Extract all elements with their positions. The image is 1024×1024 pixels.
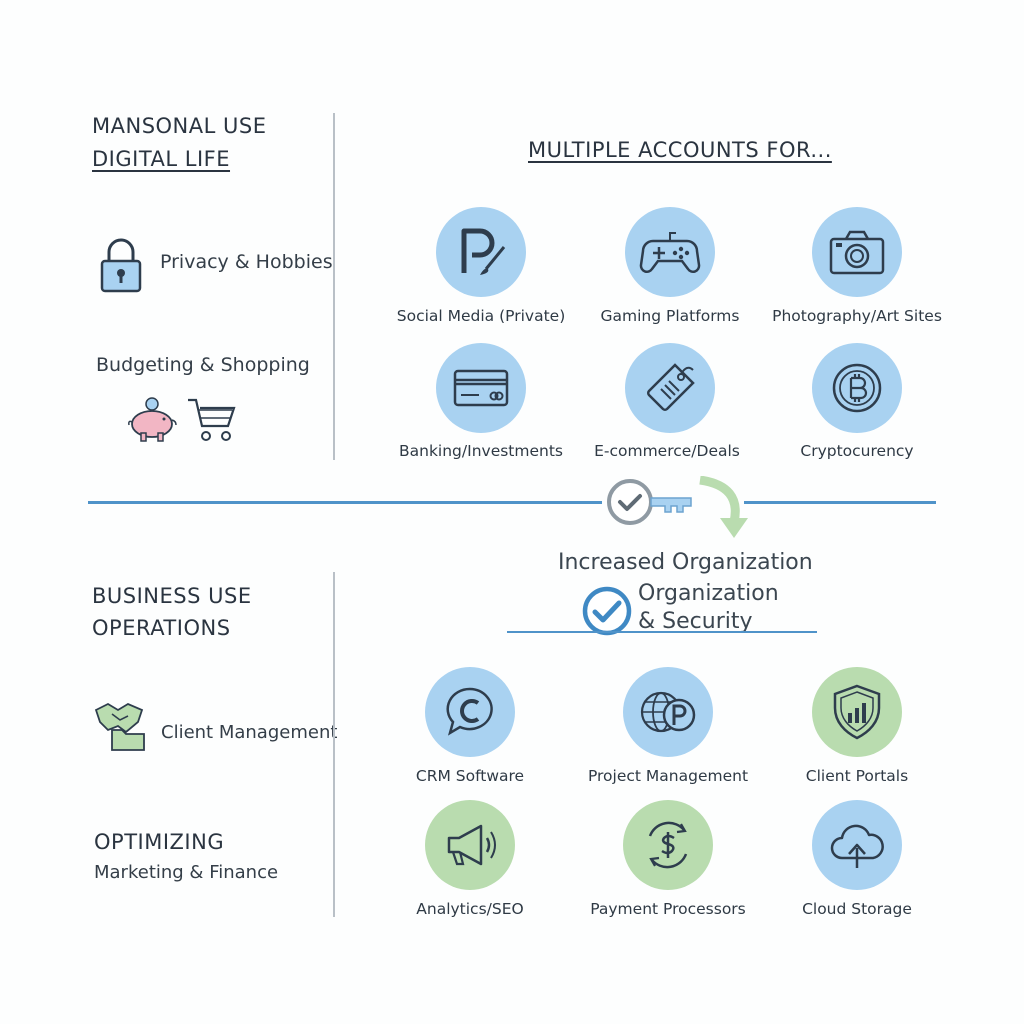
globe-p-icon [640, 691, 696, 733]
privacy-hobbies-label: Privacy & Hobbies [160, 251, 333, 273]
multiple-accounts-title: MULTIPLE ACCOUNTS FOR... [528, 138, 832, 162]
business-heading-line2: OPERATIONS [92, 616, 231, 640]
camera-icon [829, 230, 885, 275]
check-circle-icon [582, 586, 632, 636]
bitcoin-icon [832, 363, 882, 413]
price-tag-icon [647, 363, 695, 411]
crypto-circle [812, 343, 902, 433]
banking-circle [436, 343, 526, 433]
piggy-bank-and-cart-icon [128, 397, 236, 442]
business-vertical-divider [333, 572, 335, 917]
gaming-label: Gaming Platforms [600, 307, 740, 325]
crm-label: CRM Software [415, 767, 525, 785]
budgeting-shopping-label: Budgeting & Shopping [96, 354, 310, 376]
analytics-label: Analytics/SEO [416, 900, 524, 918]
client-portals-circle [812, 667, 902, 757]
check-key-icon [607, 476, 748, 538]
cloud-storage-circle [812, 800, 902, 890]
social-media-circle [436, 207, 526, 297]
crm-circle [425, 667, 515, 757]
project-management-circle [623, 667, 713, 757]
personal-heading-line2: DIGITAL LIFE [92, 147, 231, 171]
credit-card-icon [453, 369, 509, 407]
crypto-label: Cryptocurency [800, 442, 914, 460]
gaming-circle [625, 207, 715, 297]
client-portals-label: Client Portals [805, 767, 909, 785]
cloud-storage-label: Cloud Storage [802, 900, 912, 918]
project-management-label: Project Management [587, 767, 749, 785]
analytics-circle [425, 800, 515, 890]
center-line1: Increased Organization [558, 550, 813, 575]
optimizing-sub: Marketing & Finance [94, 862, 279, 883]
payment-label: Payment Processors [590, 900, 746, 918]
social-media-label: Social Media (Private) [396, 307, 566, 325]
center-line2: Organization [638, 581, 779, 606]
divider-left [88, 501, 602, 504]
dollar-cycle-icon [648, 821, 688, 869]
business-heading-line1: BUSINESS USE [92, 584, 252, 608]
ecommerce-circle [625, 343, 715, 433]
center-underline [507, 631, 817, 633]
payment-circle [623, 800, 713, 890]
cloud-upload-icon [830, 824, 884, 868]
optimizing-title: OPTIMIZING [94, 830, 225, 854]
chat-c-icon [446, 687, 493, 736]
center-line3: & Security [638, 609, 753, 634]
gamepad-icon [639, 232, 701, 273]
photography-label: Photography/Art Sites [772, 307, 942, 325]
shield-chart-icon [833, 684, 881, 740]
handshake-folder-icon [94, 702, 145, 751]
megaphone-icon [447, 824, 496, 866]
client-management-label: Client Management [161, 722, 338, 743]
ecommerce-label: E-commerce/Deals [594, 442, 740, 460]
personal-vertical-divider [333, 113, 335, 460]
p-brush-icon [461, 228, 506, 275]
banking-label: Banking/Investments [399, 442, 563, 460]
padlock-icon [100, 238, 142, 293]
personal-heading-line1: MANSONAL USE [92, 114, 267, 138]
divider-right [744, 501, 936, 504]
photography-circle [812, 207, 902, 297]
